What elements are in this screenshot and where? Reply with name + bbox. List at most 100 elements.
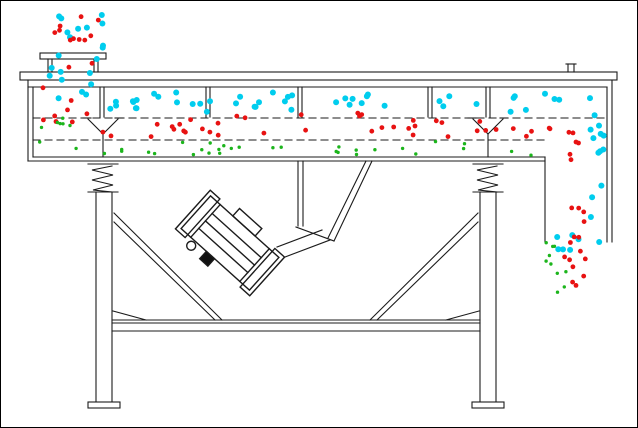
- linework: [19, 52, 618, 409]
- right-leg: [471, 192, 505, 409]
- screen-box: [27, 79, 613, 243]
- coarse-particle: [551, 96, 558, 102]
- deck-hangers: [99, 86, 491, 118]
- medium-particle: [569, 205, 575, 211]
- coarse-particle: [83, 24, 90, 31]
- medium-particle: [88, 33, 94, 39]
- medium-particle: [406, 125, 412, 131]
- coarse-particle: [598, 182, 605, 189]
- medium-particle: [303, 127, 308, 133]
- medium-particle: [65, 107, 70, 113]
- fine-particle: [462, 142, 467, 146]
- fine-particle: [191, 152, 196, 157]
- medium-particle: [41, 117, 46, 123]
- medium-particle: [89, 60, 95, 66]
- coarse-particle: [349, 95, 356, 102]
- coarse-particle: [358, 100, 365, 107]
- fine-particle: [38, 140, 42, 144]
- fine-particle: [58, 121, 62, 126]
- coarse-particle: [155, 93, 162, 100]
- motor-shaft-end: [185, 240, 197, 251]
- coarse-particle: [587, 95, 593, 102]
- medium-particle: [510, 126, 516, 131]
- coarse-particle: [591, 112, 598, 119]
- medium-particle: [234, 113, 240, 119]
- medium-particle: [69, 119, 75, 125]
- coarse-particle: [342, 95, 349, 102]
- fine-particle: [547, 253, 552, 258]
- coarse-particle: [587, 214, 594, 220]
- medium-particle: [177, 121, 183, 127]
- fine-particle: [74, 146, 78, 151]
- coarse-particle: [596, 122, 602, 129]
- vibration-motor: [174, 189, 286, 297]
- coarse-particle: [554, 234, 561, 240]
- motor-terminal-box: [231, 207, 263, 238]
- coarse-particle: [346, 101, 353, 108]
- medium-particle: [154, 121, 160, 127]
- medium-particle: [567, 151, 573, 157]
- coarse-particle: [173, 89, 180, 96]
- medium-particle: [183, 129, 188, 135]
- coarse-particle: [130, 99, 137, 105]
- particle-layer: [38, 12, 607, 294]
- medium-particle: [84, 111, 90, 117]
- right-beam-gusset: [445, 310, 480, 321]
- medium-particle: [573, 283, 579, 288]
- medium-particle: [52, 113, 58, 119]
- coarse-particle: [542, 90, 548, 97]
- coarse-particle: [88, 81, 95, 88]
- motor-end-cap-left: [174, 189, 221, 239]
- coarse-particle: [281, 98, 288, 105]
- top-rail: [19, 63, 618, 88]
- coarse-particle: [560, 246, 566, 253]
- coarse-particle: [46, 72, 53, 79]
- coarse-particle: [79, 88, 85, 95]
- fine-particle: [229, 146, 233, 151]
- fine-particle: [152, 151, 157, 156]
- fine-particle: [461, 146, 466, 151]
- fine-particle: [39, 125, 44, 130]
- fine-particle: [354, 148, 358, 152]
- coarse-particle: [107, 105, 114, 112]
- fine-particle: [120, 149, 124, 153]
- coarse-particle: [288, 106, 295, 113]
- medium-particle: [581, 219, 587, 225]
- medium-particle: [573, 139, 579, 145]
- coarse-particle: [333, 99, 340, 106]
- fine-particle: [61, 122, 65, 126]
- coarse-particle: [98, 12, 105, 18]
- medium-particle: [78, 14, 84, 20]
- medium-particle: [439, 120, 445, 125]
- coarse-particle: [269, 89, 276, 96]
- fine-particle: [555, 290, 560, 294]
- left-coil-spring: [87, 163, 119, 193]
- medium-particle: [52, 30, 58, 35]
- fine-particle: [549, 262, 553, 266]
- medium-particle: [581, 273, 587, 279]
- coarse-particle: [189, 101, 196, 107]
- coarse-particle: [555, 246, 562, 253]
- coarse-particle: [58, 76, 65, 83]
- medium-particle: [576, 205, 582, 211]
- coarse-particle: [93, 56, 100, 62]
- coarse-particle: [473, 101, 480, 107]
- medium-particle: [359, 112, 365, 117]
- coarse-particle: [436, 98, 443, 105]
- medium-particle: [200, 126, 205, 132]
- medium-particle: [298, 112, 304, 118]
- medium-particle: [568, 157, 574, 163]
- fine-particle: [414, 152, 418, 156]
- left-beam-gusset: [112, 310, 147, 321]
- medium-particle: [570, 279, 575, 285]
- fine-particle: [207, 151, 211, 155]
- fine-particle: [400, 146, 405, 151]
- fine-particle: [217, 147, 221, 152]
- coarse-particle: [556, 96, 563, 103]
- coarse-particle: [233, 100, 239, 107]
- coarse-particle: [600, 146, 607, 153]
- medium-particle: [188, 117, 194, 123]
- fine-particle: [562, 285, 566, 289]
- coarse-particle: [587, 126, 594, 133]
